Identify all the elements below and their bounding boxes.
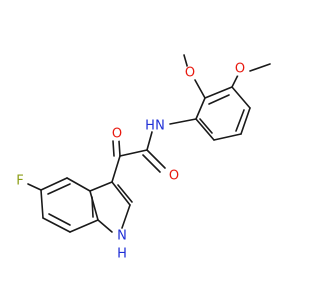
indole-hydrogen-label: H (117, 247, 127, 262)
bond (169, 118, 197, 125)
bond (112, 140, 115, 157)
bond (27, 183, 42, 191)
bond (208, 94, 230, 105)
bond (42, 217, 71, 233)
bond (47, 183, 71, 195)
bond (142, 154, 161, 173)
bond (48, 213, 71, 226)
bond (195, 97, 206, 120)
fluorine-label: F (16, 174, 23, 189)
bond (89, 190, 99, 221)
bond (69, 219, 99, 233)
bond (118, 140, 121, 157)
bond (66, 177, 91, 192)
molecule-drawing: O O N H O O F N H (13, 54, 271, 262)
atom-layer: O O N H O O F N H (13, 62, 247, 262)
bond (111, 155, 121, 183)
bond (97, 219, 113, 233)
bond (117, 184, 133, 203)
bond (121, 204, 131, 229)
bond (213, 133, 242, 141)
bond (111, 181, 131, 206)
bond (40, 189, 44, 219)
amide-nitrogen-label: N (155, 119, 165, 134)
bond (194, 79, 206, 99)
keto-oxygen-label: O (112, 127, 122, 142)
bond (91, 196, 94, 218)
bond (231, 86, 251, 109)
bond (231, 74, 239, 88)
bond (40, 177, 68, 191)
bond (119, 149, 148, 157)
amide-hydrogen-label: H (145, 119, 155, 134)
bond (146, 149, 166, 169)
methoxy-oxygen-label: O (185, 66, 195, 81)
amide-oxygen-label: O (169, 169, 179, 184)
bond (146, 131, 153, 151)
bond (199, 118, 213, 134)
bond (204, 86, 233, 99)
structure-canvas: O O N H O O F N H (13, 54, 271, 262)
bond (89, 181, 113, 192)
bond-layer (27, 54, 271, 233)
methoxy-oxygen-label: O (235, 62, 245, 77)
bond (249, 63, 271, 72)
indole-nitrogen-label: N (117, 229, 127, 244)
bond (240, 107, 251, 135)
bond (195, 118, 215, 141)
bond (235, 109, 245, 132)
